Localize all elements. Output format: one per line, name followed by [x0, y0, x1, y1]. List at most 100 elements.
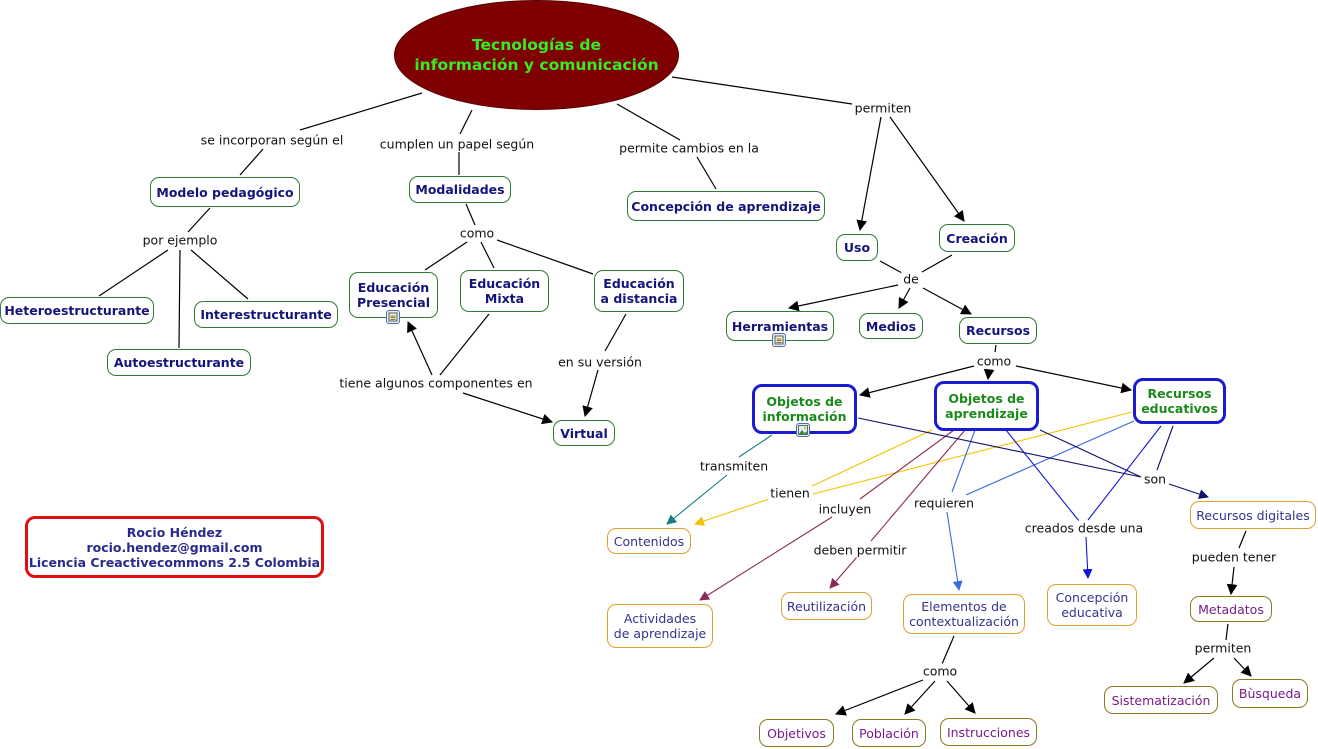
- edge: [1039, 429, 1142, 478]
- edge: [889, 116, 965, 222]
- linking-phrase: permiten: [1192, 640, 1254, 656]
- edge: [424, 241, 468, 271]
- image-icon[interactable]: [796, 423, 810, 437]
- edge: [870, 429, 966, 542]
- concept-recursos-educativos[interactable]: Recursos educativos: [1133, 378, 1226, 424]
- concept-metadatos[interactable]: Metadatos: [1190, 596, 1272, 622]
- concept-herramientas[interactable]: Herramientas: [726, 311, 834, 341]
- concept-recursos-digitales[interactable]: Recursos digitales: [1190, 501, 1316, 529]
- edge: [190, 249, 249, 300]
- edge: [465, 203, 476, 226]
- edge: [1225, 623, 1229, 641]
- linking-phrase: tienen: [768, 485, 812, 501]
- document-icon[interactable]: [772, 333, 786, 347]
- edge: [983, 368, 995, 381]
- concept-concepcion-educativa[interactable]: Concepción educativa: [1047, 584, 1137, 626]
- linking-phrase: como: [974, 353, 1014, 369]
- edge: [879, 260, 903, 274]
- edge: [239, 148, 264, 176]
- concept-interestructurante[interactable]: Interestructurante: [194, 301, 338, 328]
- linking-phrase: son: [1141, 471, 1169, 487]
- linking-phrase: por ejemplo: [140, 232, 220, 248]
- edge: [809, 429, 933, 488]
- concept-modalidades[interactable]: Modalidades: [409, 176, 511, 203]
- concept-actividades-aprendizaje[interactable]: Actividades de aprendizaje: [607, 604, 713, 648]
- edge: [1156, 425, 1174, 471]
- edge: [178, 249, 181, 349]
- root-concept[interactable]: Tecnologías de información y comunicació…: [394, 0, 679, 110]
- edge: [1238, 530, 1247, 549]
- concept-autoestructurante[interactable]: Autoestructurante: [107, 349, 251, 376]
- edge: [858, 365, 975, 398]
- concept-reutilizacion[interactable]: Reutilización: [781, 592, 872, 620]
- edge: [951, 429, 976, 493]
- linking-phrase: incluyen: [816, 501, 874, 517]
- edge: [299, 92, 423, 131]
- edge: [582, 369, 599, 418]
- edge: [1015, 365, 1133, 394]
- concept-elementos-contextualizacion[interactable]: Elementos de contextualización: [903, 594, 1025, 634]
- concept-instrucciones[interactable]: Instrucciones: [940, 718, 1037, 746]
- edge: [666, 474, 728, 525]
- edge: [496, 239, 594, 275]
- concept-sistematizacion[interactable]: Sistematización: [1104, 686, 1218, 714]
- linking-phrase: transmiten: [697, 458, 771, 474]
- author-email[interactable]: rocio.hendez@gmail.com: [86, 539, 263, 555]
- concept-concepcion-aprendizaje[interactable]: Concepción de aprendizaje: [627, 191, 825, 221]
- edge: [904, 680, 936, 715]
- edge: [859, 429, 955, 500]
- edge: [671, 76, 853, 105]
- linking-phrase: se incorporan según el: [198, 132, 346, 148]
- concept-contenidos[interactable]: Contenidos: [607, 528, 691, 554]
- concept-uso[interactable]: Uso: [836, 234, 878, 261]
- concept-objetos-aprendizaje[interactable]: Objetos de aprendizaje: [934, 381, 1039, 431]
- concept-creacion[interactable]: Creación: [939, 224, 1015, 252]
- concept-educacion-presencial[interactable]: Educación Presencial: [349, 272, 438, 318]
- edge: [738, 434, 773, 458]
- linking-phrase: requieren: [911, 495, 977, 511]
- edge: [898, 287, 911, 309]
- concept-modelo-pedagogico[interactable]: Modelo pedagógico: [150, 177, 300, 207]
- edge: [1005, 429, 1080, 522]
- edge: [921, 254, 953, 273]
- edge: [834, 679, 924, 716]
- linking-phrase: en su versión: [556, 354, 644, 370]
- concept-heteroestructurante[interactable]: Heteroestructurante: [0, 297, 154, 324]
- concept-educacion-mixta[interactable]: Educación Mixta: [460, 270, 549, 312]
- concept-poblacion[interactable]: Población: [852, 719, 926, 747]
- concept-medios[interactable]: Medios: [859, 313, 923, 339]
- edge: [480, 241, 495, 269]
- author-credit-box: Rocio Héndez rocio.hendez@gmail.com Lice…: [25, 516, 324, 578]
- concept-recursos[interactable]: Recursos: [959, 317, 1037, 344]
- edge: [1233, 657, 1252, 677]
- concept-educacion-distancia[interactable]: Educación a distancia: [594, 270, 684, 312]
- edge: [462, 392, 554, 425]
- edge: [604, 313, 627, 352]
- edge: [787, 284, 899, 312]
- concept-busqueda[interactable]: Bùsqueda: [1232, 679, 1308, 708]
- document-icon[interactable]: [386, 310, 400, 324]
- edge: [857, 417, 1142, 478]
- edge: [946, 680, 976, 714]
- edge: [1226, 566, 1238, 596]
- edge: [187, 207, 211, 233]
- edge: [98, 249, 169, 297]
- concept-virtual[interactable]: Virtual: [553, 420, 615, 446]
- edge: [994, 344, 997, 353]
- concept-objetivos[interactable]: Objetivos: [759, 719, 834, 747]
- edge: [694, 497, 773, 526]
- linking-phrase: de: [901, 271, 921, 287]
- edge: [856, 116, 882, 232]
- edge: [459, 109, 473, 135]
- edge: [941, 635, 955, 665]
- edge: [946, 511, 963, 591]
- linking-phrase: deben permitir: [811, 542, 909, 558]
- linking-phrase: pueden tener: [1189, 549, 1279, 565]
- edge: [407, 321, 433, 376]
- author-name: Rocio Héndez: [126, 524, 223, 540]
- edge: [1168, 483, 1209, 499]
- edge: [616, 103, 681, 141]
- edge: [1082, 536, 1093, 579]
- linking-phrase: cumplen un papel según: [377, 136, 537, 152]
